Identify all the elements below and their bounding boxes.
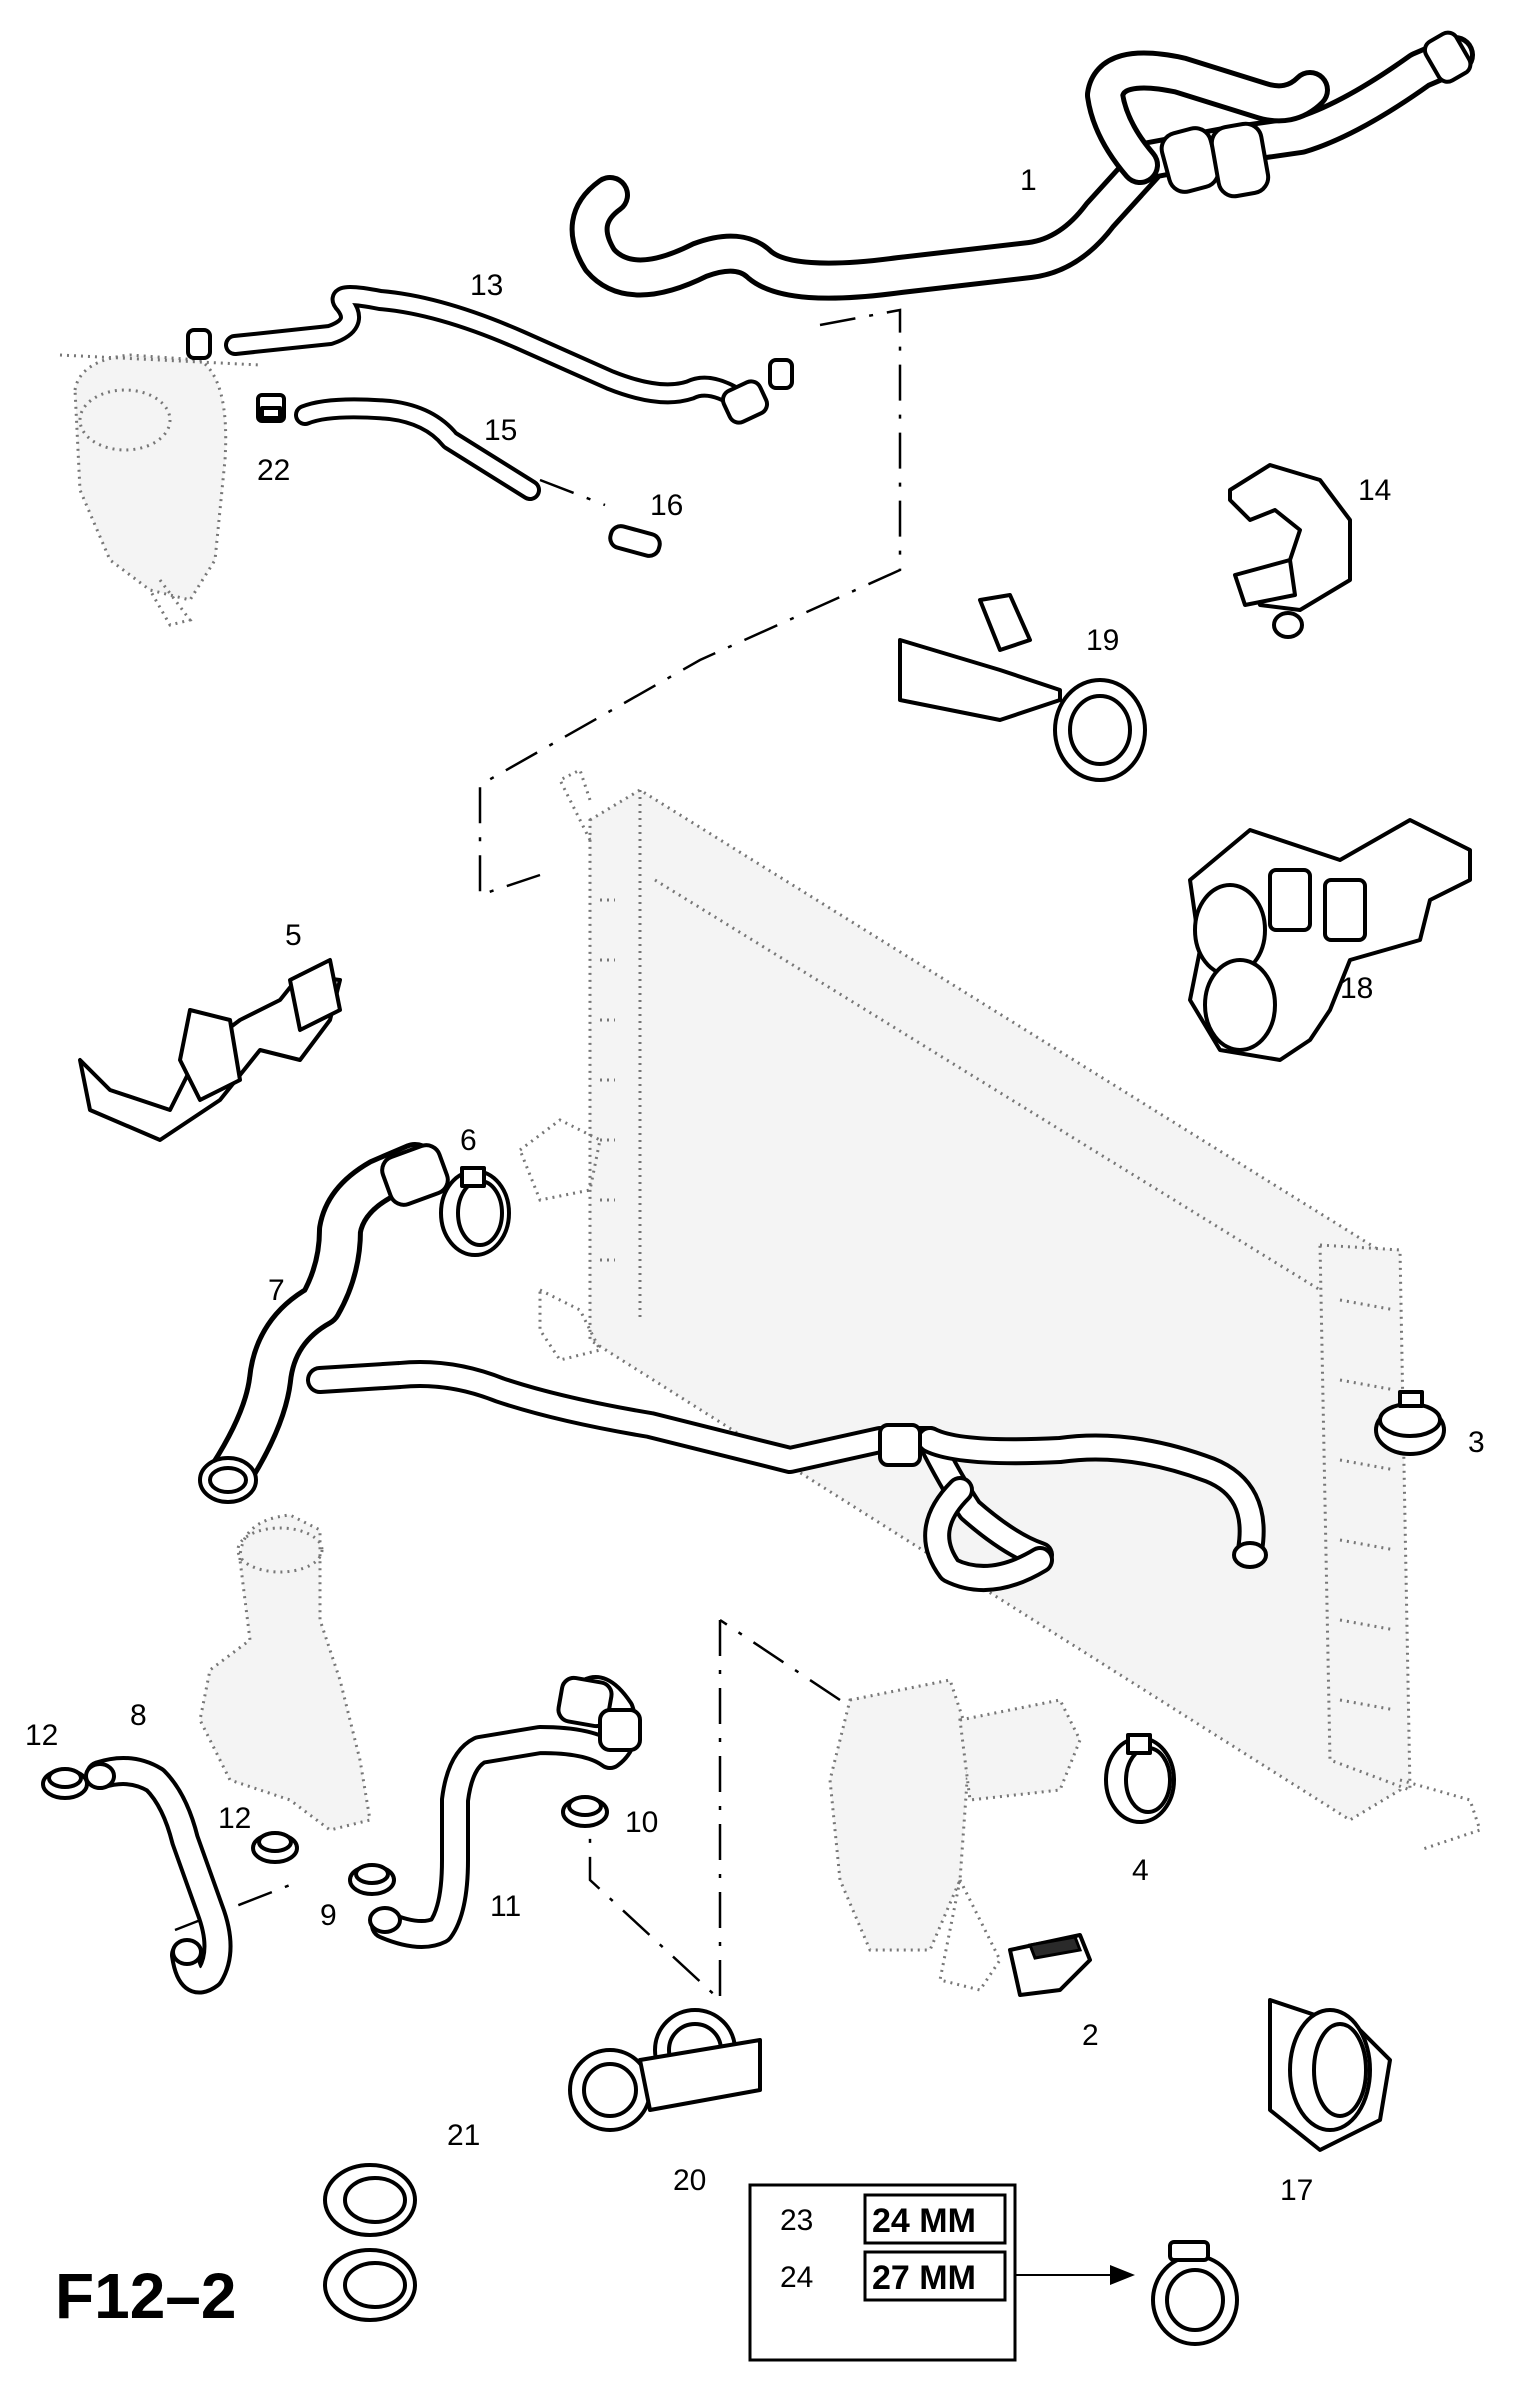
- hose-1[interactable]: [569, 29, 1475, 301]
- leader-lines: [174, 308, 902, 2003]
- callout-8: 8: [130, 1699, 147, 1732]
- clamp-12-left[interactable]: [41, 1767, 89, 1800]
- callout-14: 14: [1358, 474, 1391, 507]
- callout-18: 18: [1340, 972, 1373, 1005]
- callout-7: 7: [268, 1274, 285, 1307]
- hose-11[interactable]: [368, 1675, 642, 1949]
- size-ref-23: 23: [780, 2204, 813, 2237]
- size-ref-24: 24: [780, 2261, 813, 2294]
- clamp-10[interactable]: [561, 1795, 609, 1828]
- clamp-9[interactable]: [348, 1863, 396, 1896]
- callout-6: 6: [460, 1124, 477, 1157]
- callout-15: 15: [484, 414, 517, 447]
- water-pump-outline: [828, 1678, 1082, 1992]
- callout-labels: 1 2 3 4 5 6 7 8 9 10 11 12 12 13 14 15 1…: [25, 164, 1485, 2332]
- expansion-tank-outline: [59, 353, 261, 627]
- clip-14[interactable]: [1228, 463, 1352, 639]
- callout-11: 11: [490, 1890, 521, 1923]
- hose-7[interactable]: [198, 1141, 1268, 1592]
- clip-17[interactable]: [1268, 1998, 1392, 2152]
- clamp-20[interactable]: [568, 2008, 762, 2132]
- callout-4: 4: [1132, 1854, 1149, 1887]
- callout-12-left: 12: [25, 1719, 58, 1752]
- callout-9: 9: [320, 1899, 337, 1932]
- clamp-21[interactable]: [323, 2163, 417, 2322]
- callout-5: 5: [285, 919, 302, 952]
- hose-8[interactable]: [84, 1756, 233, 1995]
- connector-16[interactable]: [608, 524, 662, 558]
- callout-2: 2: [1082, 2019, 1099, 2052]
- callout-17: 17: [1280, 2174, 1313, 2207]
- callout-21: 21: [447, 2119, 480, 2152]
- callout-10: 10: [625, 1806, 658, 1839]
- callout-12-right: 12: [218, 1802, 251, 1835]
- bracket-5[interactable]: [78, 958, 342, 1142]
- callout-13: 13: [470, 269, 503, 302]
- clamp-22[interactable]: [256, 393, 286, 423]
- diagram-code: F12–2: [55, 2260, 236, 2332]
- callout-3: 3: [1468, 1426, 1485, 1459]
- callout-20: 20: [673, 2164, 706, 2197]
- size-value-23: 24 MM: [872, 2202, 976, 2240]
- size-table: [748, 2183, 1017, 2362]
- callout-22: 22: [257, 454, 290, 487]
- hose-13[interactable]: [224, 285, 770, 426]
- radiator-outline: [518, 767, 1482, 1852]
- size-value-24: 27 MM: [872, 2259, 976, 2297]
- callout-1: 1: [1020, 164, 1037, 197]
- clamp-3[interactable]: [1374, 1390, 1446, 1456]
- hose-15[interactable]: [294, 397, 541, 501]
- small-clips-top[interactable]: [186, 328, 794, 390]
- clamp-12-right[interactable]: [251, 1831, 299, 1864]
- bracket-18[interactable]: [1188, 818, 1472, 1062]
- clamp-4[interactable]: [1104, 1733, 1176, 1824]
- callout-19: 19: [1086, 624, 1119, 657]
- thermostat-housing-outline: [198, 1513, 372, 1832]
- callout-16: 16: [650, 489, 683, 522]
- clamp-2[interactable]: [1008, 1933, 1092, 1997]
- clamp-6[interactable]: [439, 1166, 511, 1257]
- clamp-19[interactable]: [898, 593, 1147, 782]
- clamp-23-24[interactable]: [1151, 2240, 1239, 2346]
